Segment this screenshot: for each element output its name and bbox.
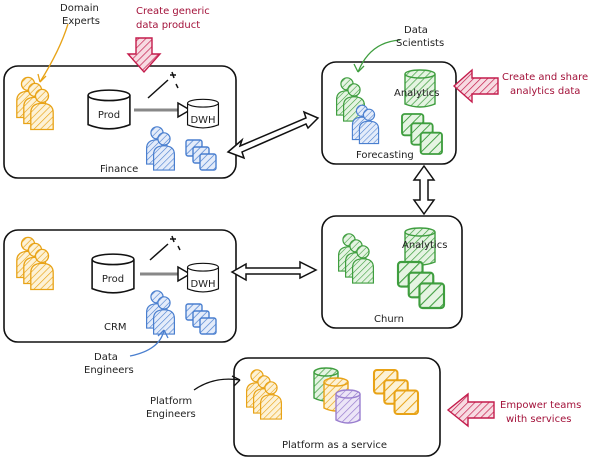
- data-engineers-annotation: Data Engineers: [84, 352, 134, 376]
- finance-dwh-label: DWH: [190, 115, 215, 126]
- empower-line1: Empower teams: [500, 400, 581, 411]
- churn-box: [321, 215, 463, 329]
- empower-teams-arrow: [446, 392, 495, 428]
- create-generic-line2: data product: [136, 20, 200, 31]
- forecasting-churn-arrow: [412, 164, 436, 216]
- data-engineers-line2: Engineers: [84, 365, 134, 376]
- crm-label: CRM: [104, 322, 127, 333]
- dwh-database-icon: DWH: [186, 98, 220, 129]
- create-share-annotation: Create and share analytics data: [502, 72, 588, 97]
- dwh-database-icon: DWH: [186, 262, 220, 293]
- domain-experts-line1: Domain: [60, 3, 99, 14]
- data-engineers-line1: Data: [94, 352, 118, 363]
- churn-analytics-label: Analytics: [402, 240, 447, 251]
- churn-domain: Analytics Churn: [321, 215, 463, 329]
- empower-annotation: Empower teams with services: [500, 400, 581, 425]
- churn-label: Churn: [374, 314, 404, 325]
- share-analytics-arrow: [452, 68, 499, 104]
- crm-domain: Prod DWH CRM: [3, 229, 237, 343]
- forecasting-label: Forecasting: [356, 150, 414, 161]
- domain-experts-line2: Experts: [62, 16, 100, 27]
- domain-experts-pointer: [39, 23, 69, 83]
- platform-domain: Platform as a service: [233, 357, 441, 457]
- domain-experts-annotation: Domain Experts: [60, 3, 100, 27]
- crm-dwh-label: DWH: [190, 279, 215, 290]
- platform-engineers-line2: Engineers: [146, 409, 196, 420]
- platform-label: Platform as a service: [282, 440, 387, 451]
- create-product-arrow: [126, 37, 162, 74]
- data-scientists-annotation: Data Scientists: [396, 25, 444, 49]
- create-share-line1: Create and share: [502, 72, 588, 83]
- magic-wand-icon: [149, 235, 181, 261]
- create-share-line2: analytics data: [510, 86, 580, 97]
- finance-label: Finance: [100, 164, 138, 175]
- create-generic-line1: Create generic: [136, 6, 210, 17]
- data-engineers-pointer: [129, 329, 165, 357]
- finance-domain: Prod DWH Finance: [3, 65, 237, 179]
- empower-line2: with services: [506, 414, 571, 425]
- prod-database-icon: Prod: [87, 89, 131, 130]
- analytics-database-icon: [404, 69, 436, 108]
- platform-engineers-pointer: [193, 378, 241, 391]
- forecasting-analytics-label: Analytics: [394, 88, 439, 99]
- prod-database-icon: Prod: [91, 253, 135, 294]
- crm-prod-label: Prod: [102, 274, 124, 285]
- crm-churn-arrow: [230, 260, 318, 282]
- magic-wand-icon: [147, 71, 179, 99]
- data-scientists-pointer: [357, 39, 401, 73]
- platform-engineers-annotation: Platform Engineers: [146, 396, 196, 420]
- forecasting-domain: Analytics Forecasting: [321, 61, 457, 165]
- finance-prod-label: Prod: [98, 110, 120, 121]
- data-scientists-line2: Scientists: [396, 38, 444, 49]
- finance-forecasting-arrow: [226, 110, 320, 160]
- data-scientists-line1: Data: [404, 25, 428, 36]
- shared-databases-icon: [313, 367, 361, 424]
- create-generic-annotation: Create generic data product: [136, 6, 210, 31]
- platform-engineers-line1: Platform: [150, 396, 192, 407]
